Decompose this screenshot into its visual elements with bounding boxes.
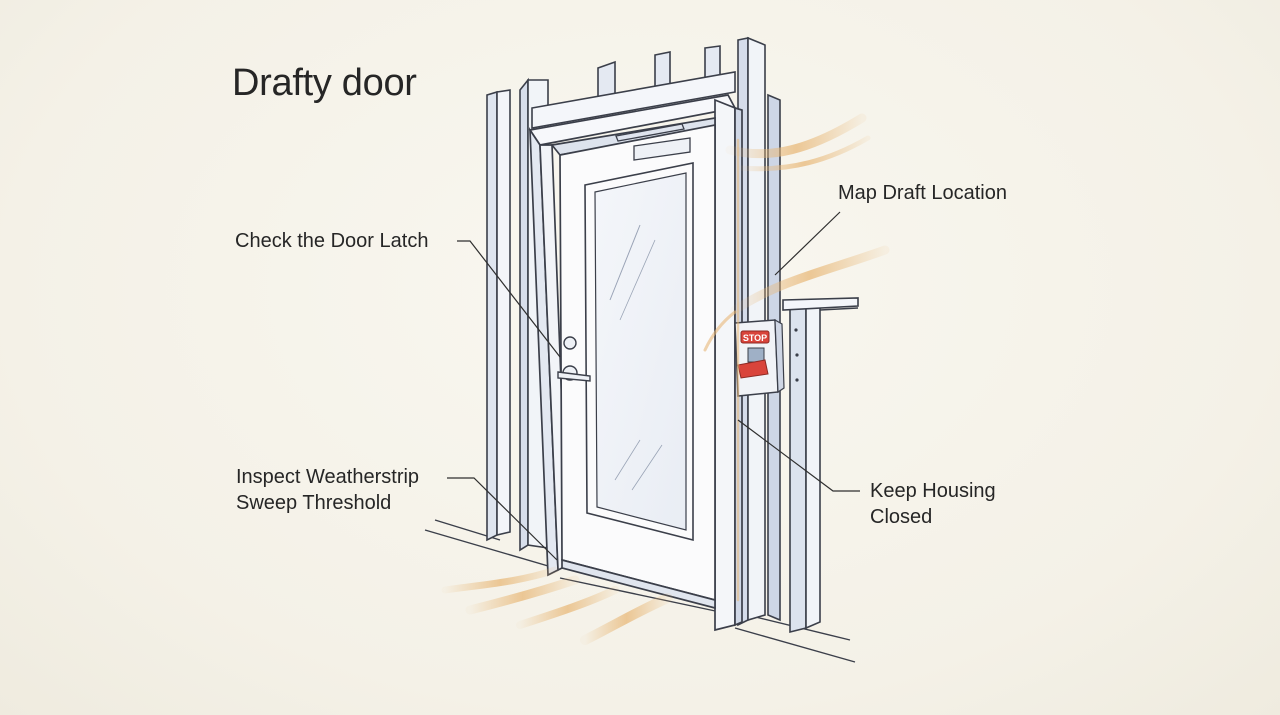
door-closer-icon — [615, 123, 691, 161]
leader-latch — [457, 240, 561, 358]
callout-text: Closed — [870, 506, 933, 528]
callout-text: Keep Housing — [870, 480, 996, 502]
door-icon — [559, 123, 716, 610]
callout-door-latch: Check the Door Latch — [235, 228, 428, 254]
leader-draft — [774, 211, 841, 276]
callout-text: Sweep Threshold — [236, 492, 392, 514]
door-handle-icon — [557, 336, 591, 382]
page-title: Drafty door — [232, 62, 417, 104]
leader-weather — [447, 477, 558, 561]
leader-lines — [447, 211, 860, 561]
stop-switch-label: STOP — [743, 333, 767, 343]
leader-housing — [737, 419, 860, 492]
callout-draft-location: Map Draft Location — [838, 180, 1007, 206]
callout-keep-housing-closed: Keep Housing Closed — [870, 478, 996, 530]
callout-text: Check the Door Latch — [235, 230, 429, 252]
callout-text: Map Draft Location — [838, 182, 1007, 204]
callout-weatherstrip: Inspect Weatherstrip Sweep Threshold — [236, 464, 419, 516]
stop-switch-icon: STOP — [734, 318, 799, 397]
callout-text: Inspect Weatherstrip — [236, 466, 420, 488]
draft-airflow-icon — [441, 113, 890, 645]
